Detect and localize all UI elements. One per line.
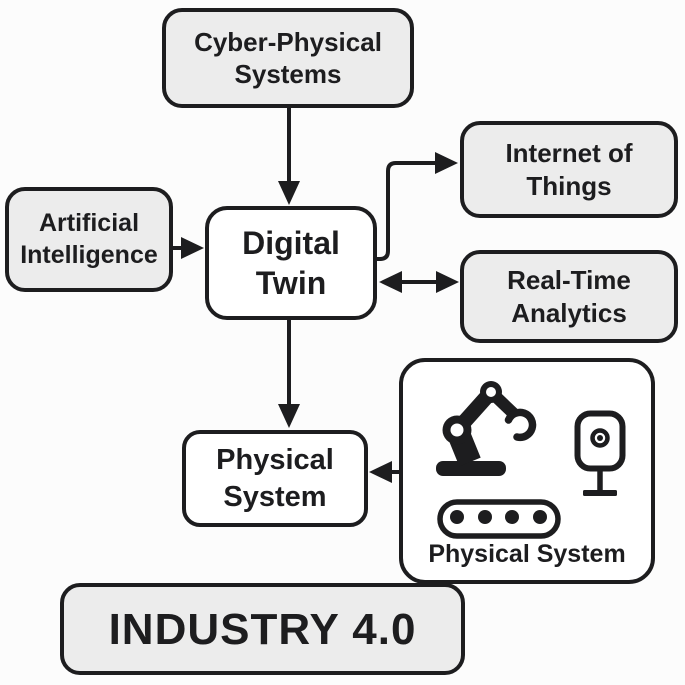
arrowhead-left <box>379 271 402 293</box>
arrowhead-right <box>435 152 458 174</box>
node-label: Physical System <box>428 539 626 568</box>
diagram-title: INDUSTRY 4.0 <box>108 604 417 654</box>
arrowhead-right <box>181 237 204 259</box>
node-label: Physical System <box>216 444 334 513</box>
node-label: Cyber-Physical Systems <box>194 26 382 90</box>
node-digital-twin: Digital Twin <box>205 206 377 320</box>
arrow-cps-to-dt <box>278 108 300 205</box>
arrowhead-left <box>369 461 392 483</box>
conveyor-belt-icon <box>437 499 561 539</box>
node-artificial-intelligence: Artificial Intelligence <box>5 187 173 292</box>
node-label: Artificial Intelligence <box>20 209 158 269</box>
arrow-ai-to-dt <box>173 237 204 259</box>
node-real-time-analytics: Real-Time Analytics <box>460 250 678 343</box>
robot-arm-icon <box>436 381 537 476</box>
node-label: Digital Twin <box>242 225 340 301</box>
camera-sensor-icon <box>574 410 626 496</box>
arrow-dt-rta-bidirectional <box>379 271 459 293</box>
node-cyber-physical-systems: Cyber-Physical Systems <box>162 8 414 108</box>
arrow-dt-to-ps <box>278 320 300 428</box>
arrowhead-down <box>278 404 300 428</box>
arrowhead-down <box>278 181 300 205</box>
arrow-psdetail-to-ps <box>369 461 399 483</box>
node-internet-of-things: Internet of Things <box>460 121 678 218</box>
node-physical-system: Physical System <box>182 430 368 527</box>
node-physical-system-detail: Physical System <box>399 358 655 584</box>
node-industry-4-0: INDUSTRY 4.0 <box>60 583 465 675</box>
node-label: Real-Time Analytics <box>507 265 631 328</box>
arrowhead-right <box>436 271 459 293</box>
node-label: Internet of Things <box>505 138 633 201</box>
arrow-dt-to-iot <box>377 152 458 261</box>
